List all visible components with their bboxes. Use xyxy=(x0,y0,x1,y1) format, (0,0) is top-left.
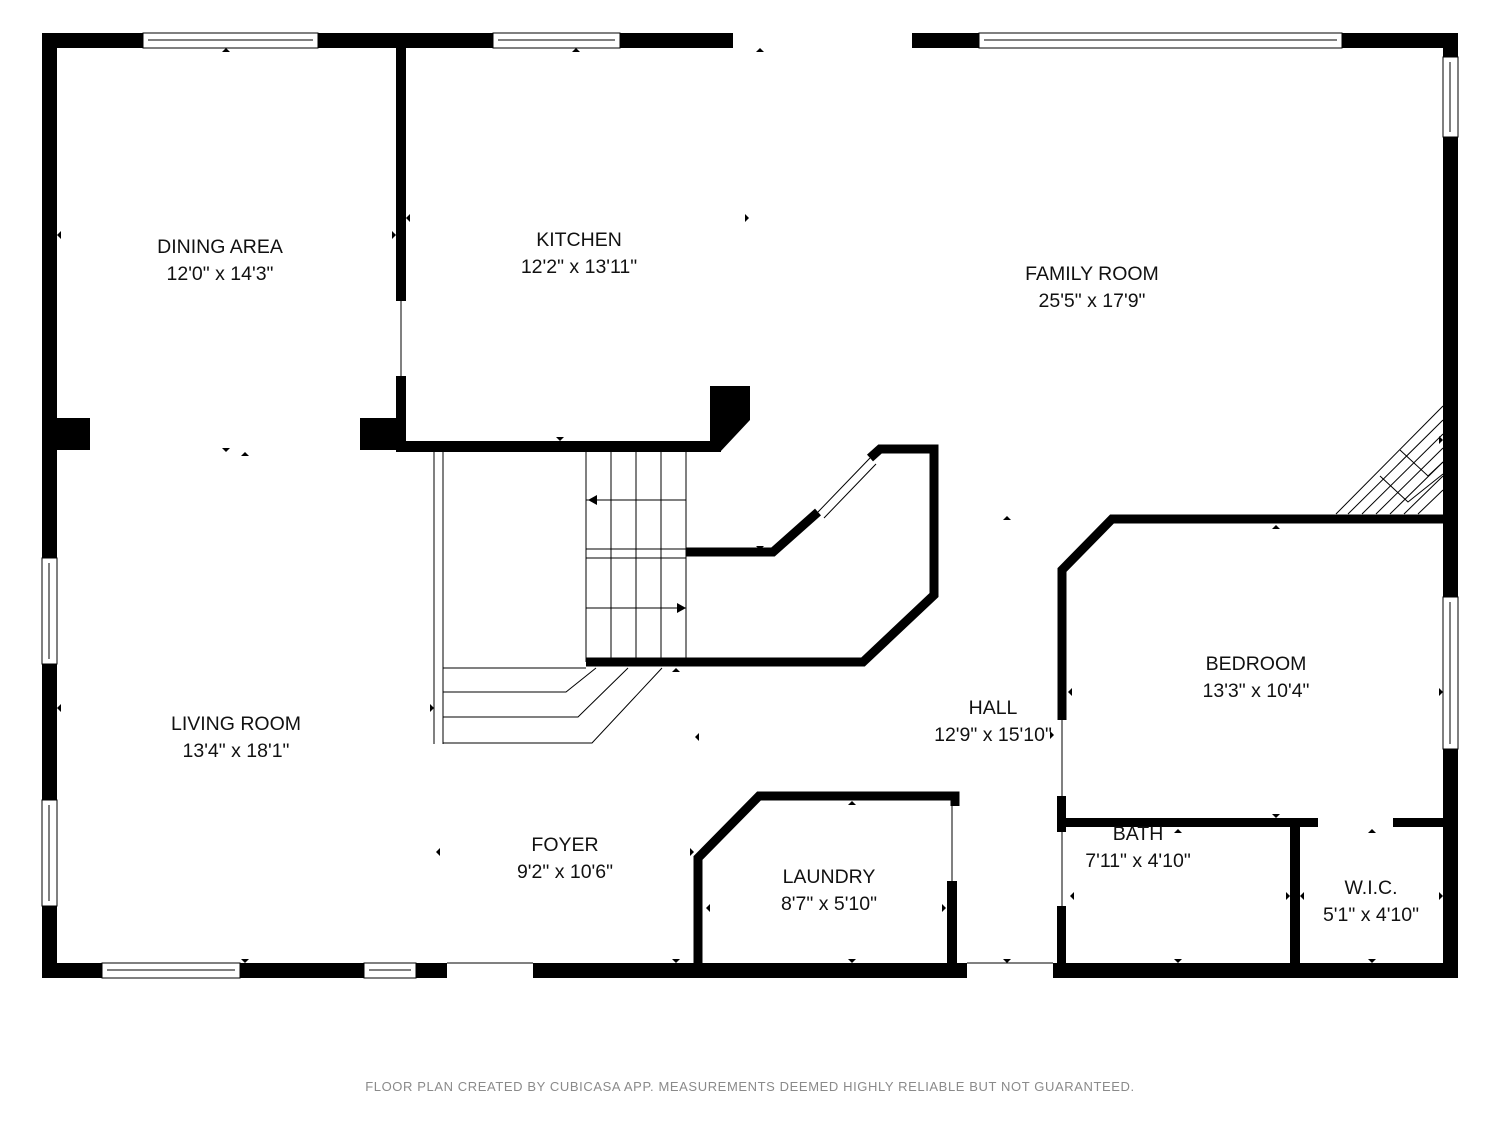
dining-area-name: DINING AREA xyxy=(157,236,283,258)
window-left-living-upper xyxy=(41,557,58,665)
window-bottom-small xyxy=(363,962,417,979)
window-left-living-lower xyxy=(41,799,58,907)
bedroom-dimensions: 13'3" x 10'4" xyxy=(1203,680,1310,702)
footer-disclaimer: FLOOR PLAN CREATED BY CUBICASA APP. MEAS… xyxy=(365,1079,1135,1094)
kitchen-dimensions: 12'2" x 13'11" xyxy=(521,256,637,278)
laundry-dimensions: 8'7" x 5'10" xyxy=(781,893,877,915)
family-room-name: FAMILY ROOM xyxy=(1025,263,1159,285)
bedroom-name: BEDROOM xyxy=(1206,653,1307,675)
hall-name: HALL xyxy=(969,697,1018,719)
dining-area-dimensions: 12'0" x 14'3" xyxy=(167,263,274,285)
foyer-dimensions: 9'2" x 10'6" xyxy=(517,861,613,883)
staircase xyxy=(433,452,687,744)
window-top-dining xyxy=(142,32,319,49)
wic-dimensions: 5'1" x 4'10" xyxy=(1323,904,1419,926)
window-bottom-living xyxy=(101,962,241,979)
family-room-dimensions: 25'5" x 17'9" xyxy=(1039,290,1146,312)
wic-name: W.I.C. xyxy=(1344,877,1397,899)
room-labels: DINING AREA 12'0" x 14'3" KITCHEN 12'2" … xyxy=(157,229,1419,926)
interior-walls xyxy=(42,45,1448,970)
hall-dimensions: 12'9" x 15'10" xyxy=(934,724,1052,746)
exterior-walls xyxy=(42,33,1458,978)
window-top-family xyxy=(978,32,1343,49)
window-right-family xyxy=(1442,56,1459,138)
corner-stair-detail xyxy=(1335,405,1444,515)
window-right-bedroom xyxy=(1442,596,1459,750)
kitchen-name: KITCHEN xyxy=(536,229,622,251)
dimension-markers xyxy=(57,48,1443,963)
laundry-name: LAUNDRY xyxy=(783,866,876,888)
living-room-name: LIVING ROOM xyxy=(171,713,301,735)
bath-name: BATH xyxy=(1113,823,1164,845)
bath-dimensions: 7'11" x 4'10" xyxy=(1085,850,1191,872)
living-room-dimensions: 13'4" x 18'1" xyxy=(183,740,290,762)
window-top-kitchen xyxy=(492,32,621,49)
foyer-name: FOYER xyxy=(531,834,598,856)
windows xyxy=(41,32,1459,979)
